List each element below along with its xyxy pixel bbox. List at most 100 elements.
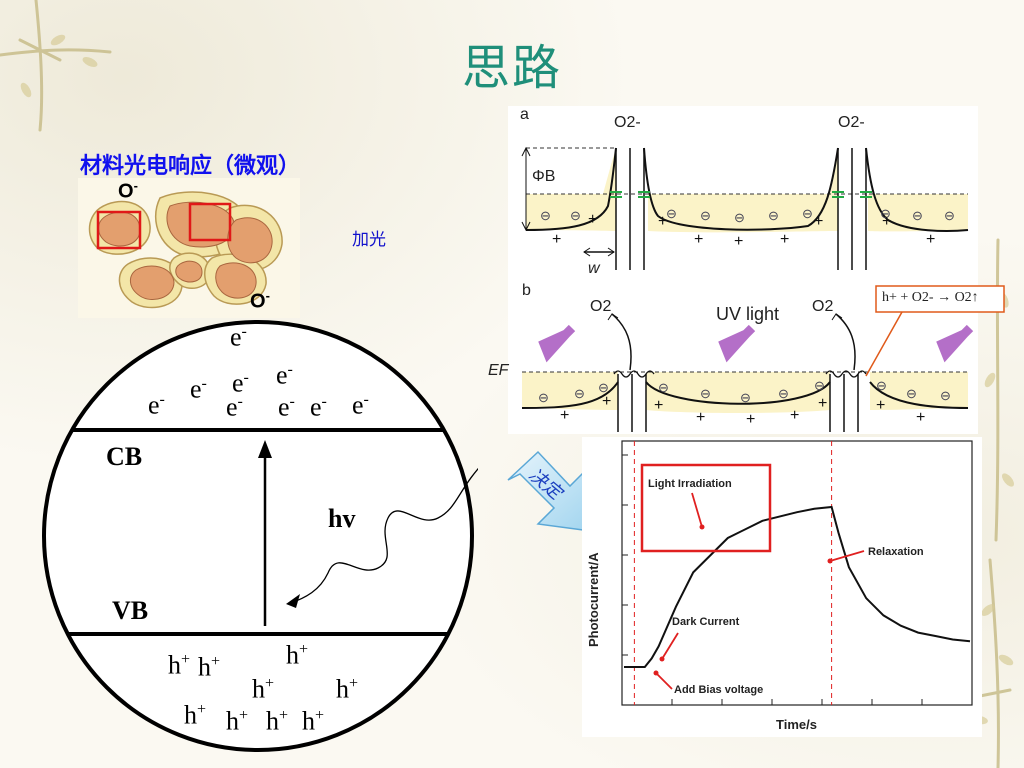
svg-text:⊖: ⊖ (940, 388, 951, 403)
svg-text:⊖: ⊖ (944, 208, 955, 223)
svg-text:⊖: ⊖ (802, 206, 813, 221)
section-subtitle: 材料光电响应（微观） (80, 153, 301, 179)
oxygen-label-bottom: O- (250, 288, 270, 313)
svg-text:+: + (814, 213, 823, 230)
vb-label: VB (112, 596, 149, 625)
svg-text:+: + (654, 397, 663, 414)
svg-text:+: + (926, 231, 935, 248)
panel-b-drawing: ⊖⊖⊖ ⊖⊖⊖ ⊖⊖ ⊖⊖⊖ ++ +++ ++ ++ (508, 282, 1005, 434)
hole: h+ (266, 706, 289, 736)
svg-text:⊖: ⊖ (700, 386, 711, 401)
arrow-light-irradiation-head (699, 524, 705, 530)
hole: h+ (184, 700, 207, 730)
svg-text:⊖: ⊖ (740, 390, 751, 405)
svg-text:+: + (734, 233, 743, 250)
uv-light-label: UV light (716, 304, 780, 324)
light-on-label: 加光 (352, 230, 386, 250)
svg-text:+: + (588, 211, 597, 228)
arrow-add-bias (655, 672, 673, 690)
annotation-relaxation: Relaxation (868, 546, 924, 558)
arrow-relaxation (829, 550, 865, 562)
svg-text:+: + (876, 397, 885, 414)
arrow-light-irradiation (691, 492, 703, 528)
annotation-add-bias: Add Bias voltage (674, 684, 763, 696)
band-diagram: CB VB hv e- e- e- e- e- e- e- e- e- h+ h… (38, 318, 489, 762)
svg-text:+: + (790, 407, 799, 424)
light-irradiation-box (640, 463, 772, 553)
panel-a-drawing: ⊖ ⊖ ⊖ ⊖ ⊖ ⊖ ⊖ ⊖ ⊖ ⊖ + + + + + + + + + (508, 106, 978, 282)
annotation-light-irradiation: Light Irradiation (648, 478, 732, 490)
oxygen-label-left: O2 (590, 298, 612, 315)
svg-text:+: + (552, 231, 561, 248)
svg-text:⊖: ⊖ (700, 208, 711, 223)
chart-ylabel: Photocurrent/A (586, 552, 601, 647)
svg-text:⊖: ⊖ (538, 390, 549, 405)
particle-illustration: O- O- (78, 178, 300, 318)
svg-text:+: + (882, 213, 891, 230)
svg-text:⊖: ⊖ (814, 378, 825, 393)
svg-text:⊖: ⊖ (880, 206, 891, 221)
svg-text:⊖: ⊖ (574, 386, 585, 401)
svg-text:+: + (916, 409, 925, 426)
arrow-add-bias-head (653, 670, 659, 676)
energy-band-panel-a: ⊖⊖ ⊖⊖⊖ ⊖⊖ ⊖⊖⊖ ++ +++ ++ ++ a O2- O2- ΦB … (508, 106, 978, 282)
svg-text:⊖: ⊖ (778, 386, 789, 401)
barrier-height-label: ΦB (532, 168, 556, 185)
svg-text:⊖: ⊖ (658, 380, 669, 395)
reaction-equation: h+ + O2- → O2↑ (882, 290, 979, 305)
svg-text:+: + (746, 411, 755, 428)
electron: e- (352, 390, 369, 420)
hole: h+ (302, 706, 325, 736)
electron: e- (232, 368, 249, 398)
photon-wave (287, 457, 489, 605)
svg-text:⊖: ⊖ (598, 380, 609, 395)
hole: h+ (286, 640, 309, 670)
page-title: 思路 (461, 40, 562, 96)
particle-cluster (78, 178, 300, 318)
svg-text:⊖: ⊖ (906, 386, 917, 401)
energy-band-panel-b: ⊖⊖⊖ ⊖⊖⊖ ⊖⊖ ⊖⊖⊖ ++ +++ ++ ++ b O2 O2 UV l… (488, 282, 1008, 434)
superoxide-label-left: O2- (614, 114, 641, 131)
hole: h+ (336, 674, 359, 704)
cb-label: CB (106, 442, 143, 471)
photocurrent-series-line (624, 505, 971, 668)
svg-text:⊖: ⊖ (570, 208, 581, 223)
hole: h+ (252, 674, 275, 704)
electron: e- (310, 392, 327, 422)
depletion-width-label: w (588, 260, 600, 277)
svg-text:⊖: ⊖ (734, 210, 745, 225)
svg-text:⊖: ⊖ (912, 208, 923, 223)
svg-text:+: + (560, 407, 569, 424)
hole: h+ (226, 706, 249, 736)
band-diagram-drawing (42, 320, 489, 752)
annotation-dark-current: Dark Current (672, 616, 740, 628)
hole: h+ (198, 652, 221, 682)
panel-b-letter: b (522, 282, 531, 299)
electron: e- (230, 322, 247, 352)
svg-text:+: + (658, 213, 667, 230)
hole: h+ (168, 650, 191, 680)
oxygen-label-right: O2 (812, 298, 834, 315)
svg-text:+: + (696, 409, 705, 426)
arrow-dark-current-head (659, 656, 665, 662)
panel-a-letter: a (520, 106, 529, 123)
svg-text:⊖: ⊖ (666, 206, 677, 221)
electron: e- (278, 392, 295, 422)
svg-text:+: + (602, 393, 611, 410)
electron: e- (226, 392, 243, 422)
svg-text:+: + (694, 231, 703, 248)
electron: e- (276, 360, 293, 390)
plot-frame (621, 440, 973, 706)
svg-text:+: + (818, 395, 827, 412)
electron: e- (190, 374, 207, 404)
arrow-dark-current (661, 632, 679, 660)
svg-text:+: + (780, 231, 789, 248)
photocurrent-chart-svg: Photocurrent/A Time/s Light Irradiation … (586, 440, 973, 732)
electron: e- (148, 390, 165, 420)
svg-text:⊖: ⊖ (768, 208, 779, 223)
photocurrent-chart: Photocurrent/A Time/s Light Irradiation … (582, 437, 982, 737)
superoxide-label-right: O2- (838, 114, 865, 131)
fermi-level-label: EF (488, 362, 509, 379)
photon-label: hv (328, 504, 356, 533)
svg-text:⊖: ⊖ (540, 208, 551, 223)
